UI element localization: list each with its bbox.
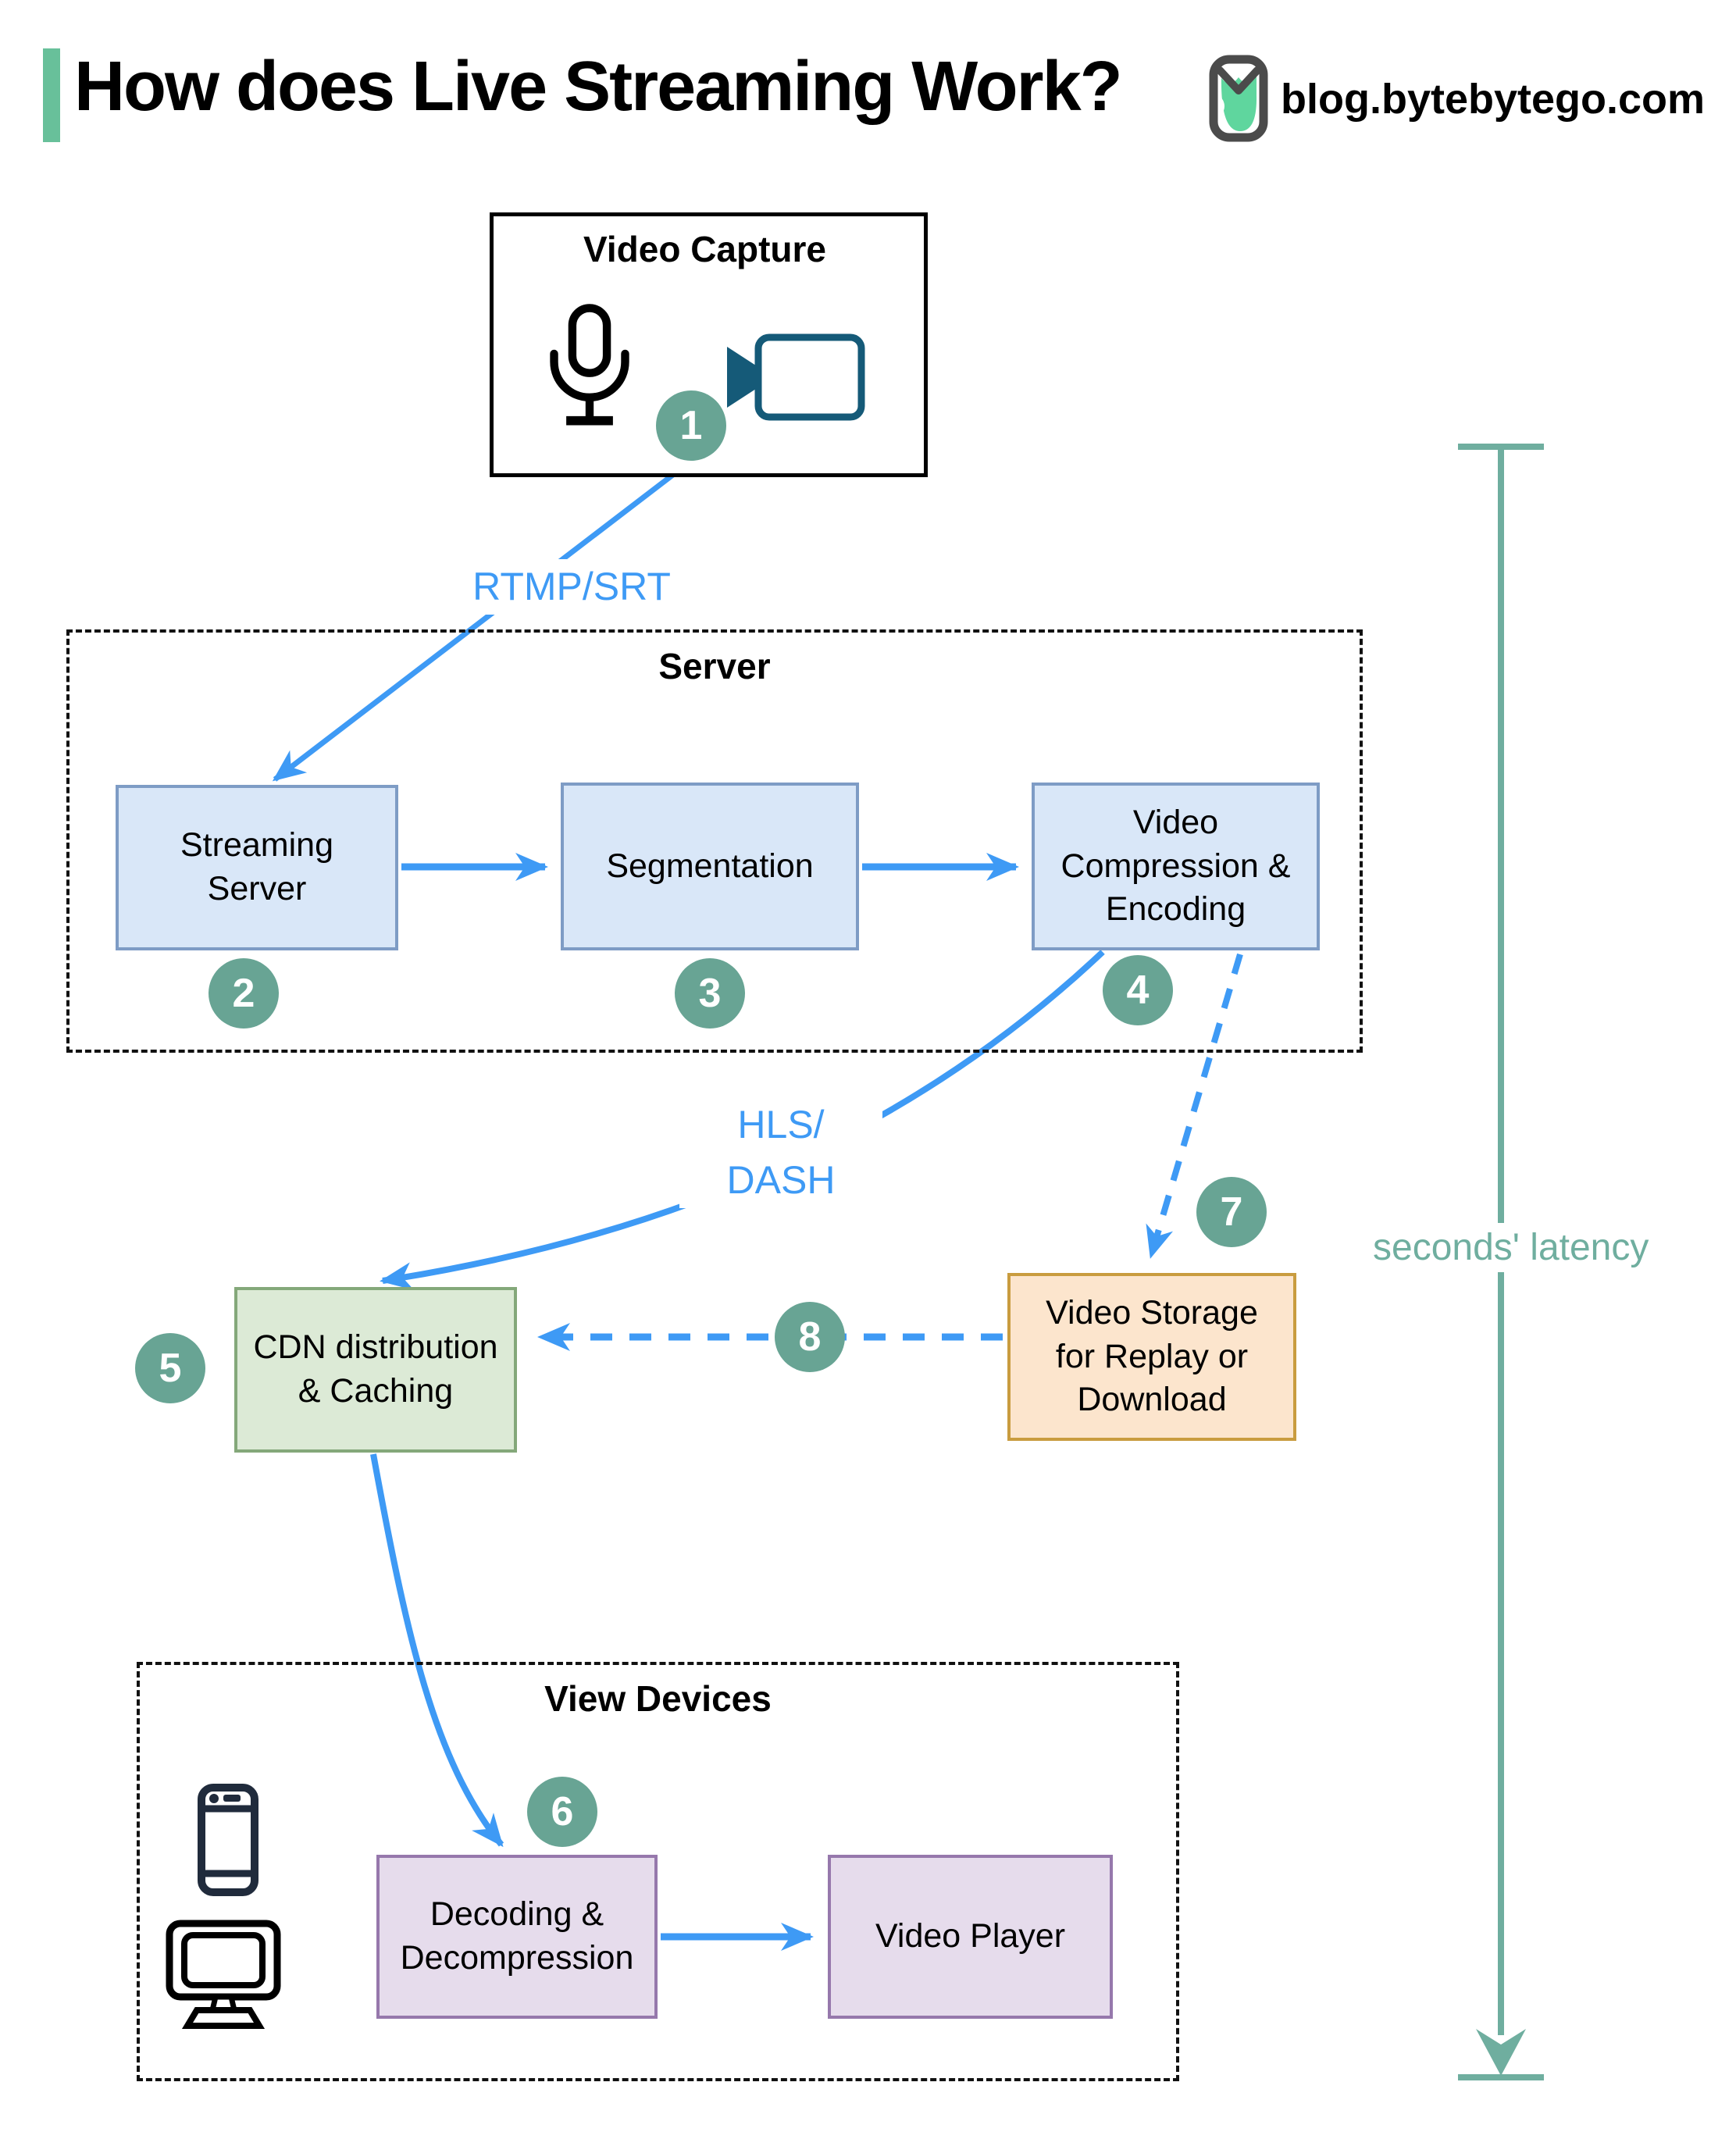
server-group-title: Server (658, 646, 771, 686)
site-url: blog.bytebytego.com (1281, 76, 1706, 123)
desktop-monitor-icon (166, 1920, 281, 2029)
label-rtmp-srt: RTMP/SRT (447, 559, 697, 615)
group-view-devices (137, 1662, 1179, 2081)
node-cdn: CDN distribution & Caching (234, 1287, 517, 1453)
node-segmentation: Segmentation (561, 783, 859, 950)
step-badge-3: 3 (675, 958, 745, 1029)
node-video-player: Video Player (828, 1855, 1113, 2019)
step-badge-6: 6 (527, 1777, 597, 1847)
step-badge-8: 8 (775, 1302, 845, 1372)
step-badge-2: 2 (209, 958, 279, 1029)
group-server (66, 629, 1363, 1053)
label-hls-dash: HLS/ DASH (679, 1097, 882, 1208)
video-capture-title: Video Capture (583, 229, 826, 269)
microphone-icon (550, 304, 629, 426)
step-badge-4: 4 (1103, 955, 1173, 1025)
video-camera-icon (727, 333, 865, 421)
step-badge-7: 7 (1196, 1177, 1267, 1247)
title-accent-bar (43, 48, 60, 142)
view-devices-group-title: View Devices (544, 1678, 772, 1719)
step-badge-1: 1 (656, 390, 726, 461)
label-seconds-latency: seconds' latency (1365, 1223, 1657, 1272)
node-video-compression: Video Compression & Encoding (1032, 783, 1320, 950)
page-title: How does Live Streaming Work? (74, 48, 1123, 126)
bytebytego-logo-icon (1209, 55, 1268, 142)
node-streaming-server: Streaming Server (116, 785, 398, 950)
node-decoding: Decoding & Decompression (376, 1855, 658, 2019)
node-video-storage: Video Storage for Replay or Download (1007, 1273, 1296, 1441)
smartphone-icon (198, 1784, 258, 1896)
step-badge-5: 5 (135, 1333, 205, 1403)
